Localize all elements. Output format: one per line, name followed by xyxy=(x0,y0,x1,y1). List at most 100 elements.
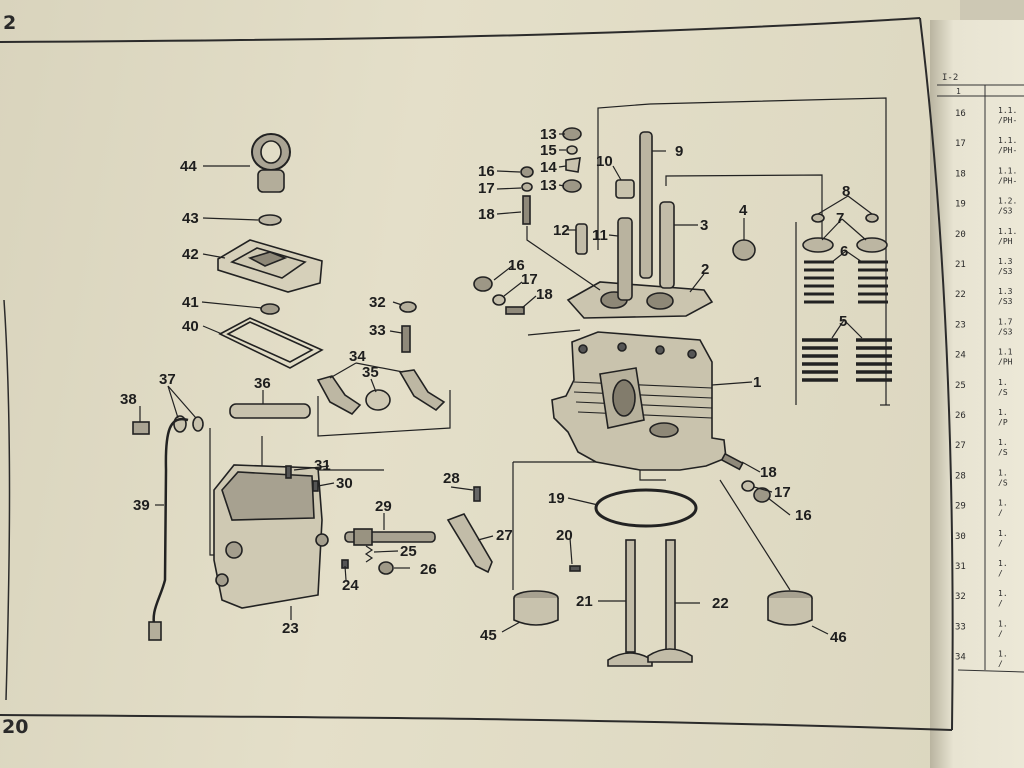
table-row-code: 1.1. xyxy=(998,227,1017,236)
callout-10: 10 xyxy=(596,153,613,170)
callout-43: 43 xyxy=(182,210,199,227)
table-row-sub: /S xyxy=(998,388,1008,397)
callout-9: 9 xyxy=(675,143,683,160)
table-row-number: 27 xyxy=(955,441,966,451)
callout-35: 35 xyxy=(362,364,379,381)
table-row-number: 29 xyxy=(955,502,966,512)
callout-36: 36 xyxy=(254,375,271,392)
valve-intake xyxy=(607,539,653,667)
rocker-shaft xyxy=(229,403,311,419)
table-row-number: 24 xyxy=(955,351,966,361)
rocker-box xyxy=(213,464,329,609)
callout-16-top: 16 xyxy=(478,163,495,180)
callout-17-bottom: 17 xyxy=(774,484,791,501)
callout-28: 28 xyxy=(443,470,460,487)
callout-11: 11 xyxy=(592,227,608,244)
table-row-code: 1. xyxy=(998,529,1008,538)
rocker-arm-left xyxy=(316,375,362,416)
table-row-sub: /S xyxy=(998,448,1008,457)
callout-40: 40 xyxy=(182,318,199,335)
rocker-cover-assembly xyxy=(132,133,493,641)
callout-31: 31 xyxy=(314,457,331,474)
table-row-sub: / xyxy=(998,569,1003,578)
table-row-number: 16 xyxy=(955,109,966,119)
table-row-code: 1. xyxy=(998,559,1008,568)
table-row-number: 17 xyxy=(955,139,966,149)
washer-43 xyxy=(258,214,282,226)
cylinder-head-assembly xyxy=(473,97,892,667)
table-row-code: 1. xyxy=(998,499,1008,508)
table-row-code: 1. xyxy=(998,408,1008,417)
table-row-code: 1.1. xyxy=(998,106,1017,115)
table-row-code: 1. xyxy=(998,589,1008,598)
callout-42: 42 xyxy=(182,246,199,263)
table-header-code: I-2 xyxy=(942,73,958,83)
callout-13-bottom: 13 xyxy=(540,177,557,194)
callout-4: 4 xyxy=(739,202,748,219)
table-row-code: 1.3 xyxy=(998,257,1013,266)
table-row-number: 23 xyxy=(955,320,966,330)
table-row-number: 33 xyxy=(955,622,966,632)
table-row-sub: /PH xyxy=(998,237,1013,246)
pin-28 xyxy=(473,486,481,502)
cover-gasket xyxy=(218,317,324,369)
callout-17-top: 17 xyxy=(478,180,495,197)
table-row-number: 19 xyxy=(955,200,966,210)
washer-41 xyxy=(260,303,280,315)
callout-15: 15 xyxy=(540,142,557,159)
table-row-number: 22 xyxy=(955,290,966,300)
valve-spring-right xyxy=(856,213,892,382)
adjust-nut xyxy=(399,301,417,313)
page-frame xyxy=(0,17,954,731)
table-row-sub: /PH- xyxy=(998,176,1017,185)
nut-13-top xyxy=(562,127,582,141)
table-row-number: 30 xyxy=(955,532,966,542)
callout-24: 24 xyxy=(342,577,359,594)
table-row-sub: /PH- xyxy=(998,146,1017,155)
table-row-number: 25 xyxy=(955,381,966,391)
table-row-sub: /S3 xyxy=(998,297,1013,306)
callout-46: 46 xyxy=(830,629,847,646)
table-row-number: 21 xyxy=(955,260,966,270)
table-row-code: 1.1. xyxy=(998,166,1017,175)
table-row-sub: / xyxy=(998,599,1003,608)
table-row-code: 1. xyxy=(998,650,1008,659)
table-row-sub: / xyxy=(998,629,1003,638)
callout-2: 2 xyxy=(701,261,709,278)
callout-20: 20 xyxy=(556,527,573,544)
table-row-number: 18 xyxy=(955,169,966,179)
table-row-code: 1. xyxy=(998,619,1008,628)
key-12 xyxy=(575,223,588,255)
table-row-sub: /S3 xyxy=(998,267,1013,276)
callout-38: 38 xyxy=(120,391,137,408)
cup-10 xyxy=(615,179,635,199)
rocker-arm-right xyxy=(398,369,446,412)
table-row-code: 1.1 xyxy=(998,348,1013,357)
banjo-bolt xyxy=(132,421,150,435)
nut-26 xyxy=(378,561,394,575)
shaft-spacer xyxy=(365,389,391,411)
table-row-sub: / xyxy=(998,539,1003,548)
callout-3: 3 xyxy=(700,217,708,234)
callout-29: 29 xyxy=(375,498,392,515)
valve-spring-left xyxy=(802,213,838,382)
pushrod-3 xyxy=(659,201,675,289)
pin-30 xyxy=(312,480,319,492)
callout-18-top: 18 xyxy=(478,206,495,223)
table-row-number: 32 xyxy=(955,592,966,602)
table-row-code: 1.7 xyxy=(998,317,1013,326)
table-header-col: 1 xyxy=(956,87,961,96)
valve-exhaust xyxy=(647,539,693,663)
callout-21: 21 xyxy=(576,593,593,610)
callout-8: 8 xyxy=(842,183,850,200)
o-ring xyxy=(594,488,698,528)
pin-31 xyxy=(285,465,292,479)
rocker-cover xyxy=(217,239,323,293)
table-row-code: 1.1. xyxy=(998,136,1017,145)
table-row-sub: /S3 xyxy=(998,207,1013,216)
callout-34: 34 xyxy=(349,348,366,365)
valve-seat-46 xyxy=(767,590,813,626)
spring-25 xyxy=(364,545,374,563)
